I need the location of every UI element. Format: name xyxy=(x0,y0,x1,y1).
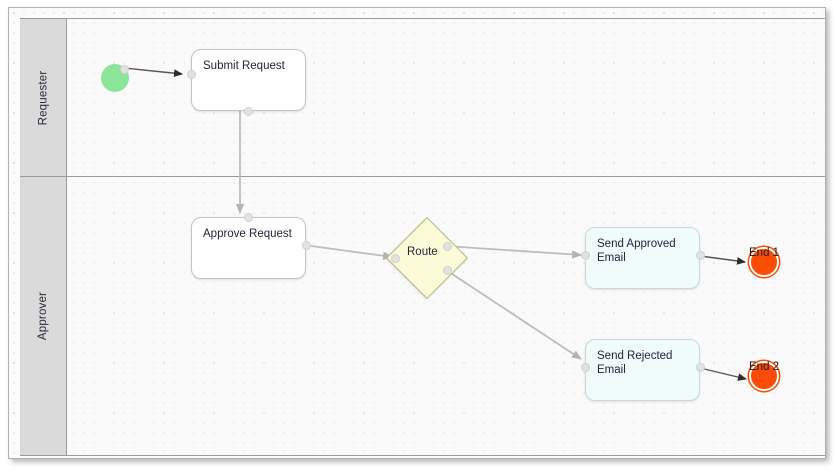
lane-label-requester: Requester xyxy=(37,70,50,125)
task-send-approved-email[interactable]: Send Approved Email xyxy=(585,227,700,289)
start-event-handle-right[interactable] xyxy=(120,65,129,74)
gateway-route-handle-left[interactable] xyxy=(391,254,400,263)
gateway-route-handle-right-bottom[interactable] xyxy=(443,266,452,275)
gateway-route-handle-right-top[interactable] xyxy=(443,242,452,251)
lane-approver[interactable]: Approver xyxy=(20,176,825,456)
lane-requester[interactable]: Requester xyxy=(20,18,825,177)
task-submit-request[interactable]: Submit Request xyxy=(191,49,306,111)
task-approve-request-handle-right[interactable] xyxy=(302,241,311,250)
lane-header-approver[interactable]: Approver xyxy=(20,177,67,455)
task-submit-request-handle-bottom[interactable] xyxy=(244,107,253,116)
task-send-rejected-email[interactable]: Send Rejected Email xyxy=(585,339,700,401)
process-pool: Requester Approver xyxy=(20,18,825,456)
lane-header-requester[interactable]: Requester xyxy=(20,19,67,176)
task-send-rejected-email-label: Send Rejected Email xyxy=(597,350,673,376)
task-submit-request-handle-left[interactable] xyxy=(187,70,196,79)
lane-label-approver: Approver xyxy=(37,291,50,341)
task-approve-request-handle-top[interactable] xyxy=(244,213,253,222)
task-send-approved-email-label: Send Approved Email xyxy=(597,238,676,264)
task-send-approved-email-handle-left[interactable] xyxy=(581,251,590,260)
task-approve-request-label: Approve Request xyxy=(203,228,292,240)
task-approve-request[interactable]: Approve Request xyxy=(191,217,306,279)
task-submit-request-label: Submit Request xyxy=(203,60,285,72)
task-send-rejected-email-handle-right[interactable] xyxy=(696,363,705,372)
task-send-approved-email-handle-right[interactable] xyxy=(696,251,705,260)
diagram-canvas[interactable]: Requester Approver xyxy=(8,7,826,459)
task-send-rejected-email-handle-left[interactable] xyxy=(581,363,590,372)
gateway-route-label: Route xyxy=(407,246,438,258)
end-event-1[interactable] xyxy=(749,247,779,277)
end-event-2[interactable] xyxy=(749,361,779,391)
